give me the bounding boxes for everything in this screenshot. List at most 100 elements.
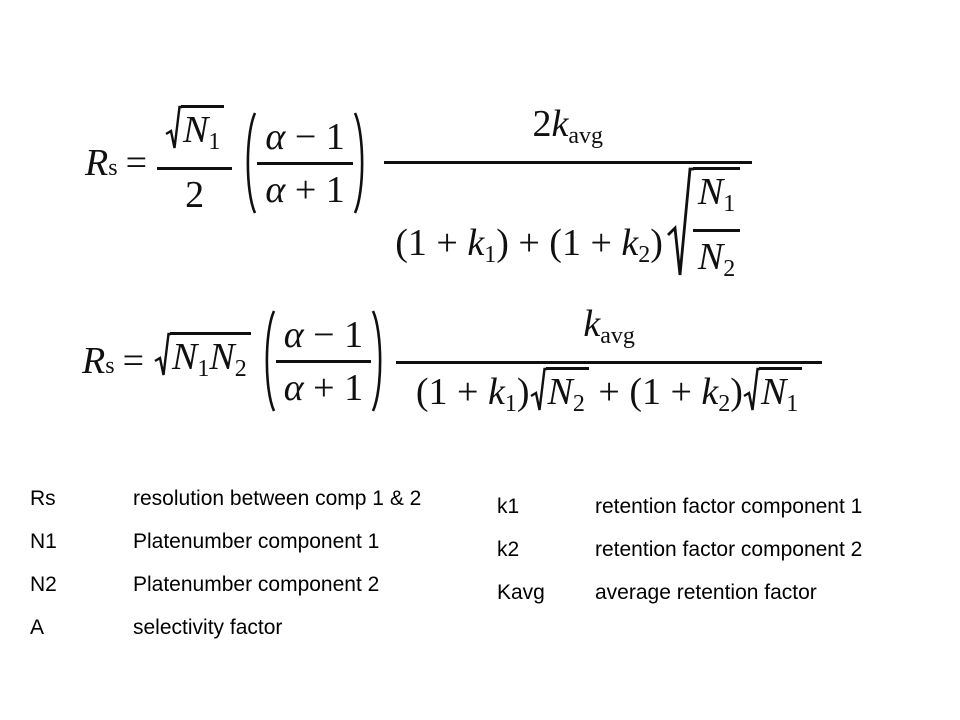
var-N: N [697,170,724,213]
subscript-2: 2 [572,391,585,417]
legend-description: retention factor component 2 [595,538,863,561]
subscript-1: 1 [197,355,210,382]
selectivity-term: α − 1 α + 1 [242,110,367,216]
var-R: R [85,142,109,184]
radicand: N1 [758,367,803,426]
denominator: (1 + k1) N2 + (1 + k2) N1 [408,367,810,426]
var-k: k [488,371,505,413]
fraction-bar [275,359,372,363]
text-plus-open: ) + (1 + [496,221,622,264]
text-plus-open: + (1 + [588,371,702,413]
equals-sign: = [125,142,147,184]
numerator: kavg [575,302,643,358]
legend-symbol: k1 [497,495,520,518]
legend-symbol: N2 [30,573,57,596]
fraction-bar [692,228,741,232]
legend-description: retention factor component 1 [595,495,863,518]
sqrt-icon [666,167,694,275]
fraction-bar [157,167,233,170]
fraction-bar [257,161,353,165]
text-close-paren: ) [650,221,663,264]
sqrt-N1-term: N1 [743,367,803,426]
plus-one-text: + 1 [285,168,345,211]
denominator: α + 1 [257,168,352,212]
legend-symbol: Kavg [497,581,545,604]
var-R: R [82,340,106,382]
denominator-text: + (1 + k2) [589,370,743,426]
legend-right-column: k1 retention factor component 1 k2 reten… [497,495,862,624]
legend-description: average retention factor [595,581,817,604]
var-k: k [621,221,639,264]
radicand: N2 [545,367,589,426]
subscript-2: 2 [718,391,731,417]
subscript-1: 1 [484,241,497,268]
legend-row-k1: k1 retention factor component 1 [497,495,862,519]
subscript-avg: avg [600,323,635,349]
subscript-2: 2 [234,355,247,382]
var-alpha: α [265,115,286,158]
legend-description: Platenumber component 2 [133,573,380,596]
numerator: α − 1 [257,115,352,159]
numerator: N1 [693,170,740,226]
subscript-2: 2 [723,255,736,282]
plus-one-text: + 1 [303,366,364,409]
denominator: α + 1 [276,366,371,410]
ratio-fraction: N1 N2 [692,170,741,291]
text-close-paren: ) [516,371,530,413]
fraction-bar [396,361,823,364]
radicand: N1 N2 [692,166,741,291]
paren-open-icon [265,310,275,412]
paren-close-icon [371,310,382,412]
numerator: 2kavg [524,102,611,158]
var-N: N [697,235,724,278]
var-N: N [172,335,198,378]
subscript-s: s [105,353,115,379]
subscript-1: 1 [208,129,221,155]
var-alpha: α [283,366,304,409]
subscript-s: s [108,155,118,181]
sqrt-icon [165,105,182,149]
sqrt-icon [529,367,547,411]
paren-open-icon [246,112,257,214]
legend-row-A: A selectivity factor [30,616,421,640]
legend-symbol: Rs [30,487,56,510]
denominator-text: (1 + k1) [416,370,530,426]
subscript-2: 2 [638,241,651,268]
legend-row-N2: N2 Platenumber component 2 [30,573,421,597]
text-close-paren: ) [730,371,743,413]
sqrt-N2-term: N2 [529,367,589,426]
legend-description: Platenumber component 1 [133,530,380,553]
var-N: N [547,371,573,413]
subscript-avg: avg [568,122,604,149]
var-k: k [551,102,569,145]
legend-description: selectivity factor [133,616,283,639]
denominator-text: (1 + k1) + (1 + k2) [395,221,663,277]
subscript-1: 1 [504,391,517,417]
legend-description: resolution between comp 1 & 2 [133,487,422,510]
var-N: N [209,335,235,378]
legend-symbol: k2 [497,538,520,561]
legend-row-Rs: Rs resolution between comp 1 & 2 [30,487,421,511]
selectivity-term: α − 1 α + 1 [261,308,386,414]
minus-one-text: − 1 [285,115,345,158]
equals-sign: = [122,340,144,382]
legend-symbol: N1 [30,530,57,553]
paren-close-icon [353,112,364,214]
radicand: N1N2 [170,331,251,391]
minus-one-text: − 1 [303,313,364,356]
sqrt-icon [743,367,760,411]
legend-left-column: Rs resolution between comp 1 & 2 N1 Plat… [30,487,421,659]
var-N: N [183,109,209,151]
coefficient-2: 2 [532,102,552,145]
main-fraction: kavg (1 + k1) N2 + (1 + k2) N1 [396,302,823,426]
var-alpha: α [283,313,304,356]
text-open-1plus: (1 + [395,221,468,264]
sqrt-ratio-term: N1 N2 [666,166,741,291]
legend-row-Kavg: Kavg average retention factor [497,581,862,605]
alpha-fraction: α − 1 α + 1 [275,313,372,410]
subscript-1: 1 [723,190,736,217]
coefficient-fraction: N1 2 [157,105,233,217]
